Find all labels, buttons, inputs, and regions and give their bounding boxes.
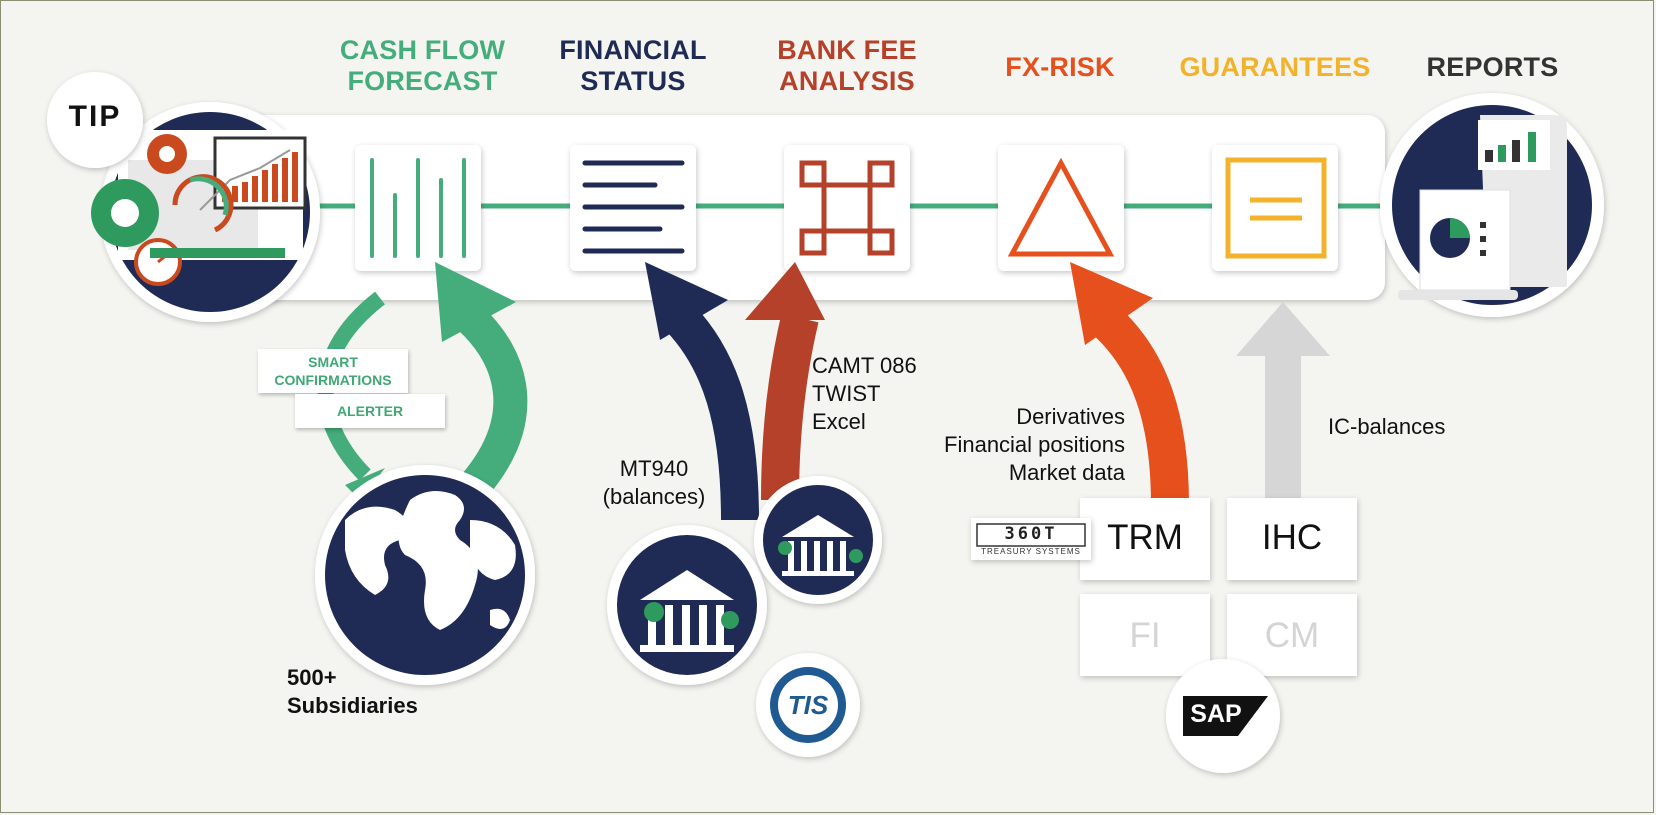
mt940-line2: (balances) bbox=[602, 484, 706, 509]
globe-icon bbox=[315, 465, 535, 685]
module-box-bank-fee[interactable] bbox=[784, 145, 910, 271]
mt940-label: MT940 (balances) bbox=[598, 455, 710, 511]
camt-line1: CAMT 086 bbox=[812, 353, 917, 378]
triangle-icon bbox=[1007, 157, 1115, 257]
fx-line1: Derivatives bbox=[1016, 404, 1125, 429]
camt-arrowhead bbox=[745, 262, 825, 320]
camt-label: CAMT 086 TWIST Excel bbox=[812, 352, 917, 436]
360t-logo-subtext: TREASURY SYSTEMS bbox=[981, 547, 1081, 556]
cm-label: CM bbox=[1264, 616, 1320, 655]
subsidiaries-text: Subsidiaries bbox=[287, 693, 418, 718]
bank-icon-small bbox=[754, 476, 882, 604]
sap-logo bbox=[1166, 659, 1280, 773]
fi-label: FI bbox=[1129, 616, 1161, 655]
ic-balances-label: IC-balances bbox=[1328, 414, 1446, 439]
subsidiaries-count: 500+ bbox=[287, 665, 337, 690]
mt940-line1: MT940 bbox=[619, 456, 689, 481]
module-title-financial-status: FINANCIAL STATUS bbox=[538, 35, 728, 97]
module-title-bank-fee-line1: BANK FEE bbox=[777, 35, 917, 65]
fx-arrow bbox=[1092, 305, 1189, 506]
ihc-label: IHC bbox=[1261, 518, 1323, 557]
mt940-arrow bbox=[665, 304, 759, 521]
camt-line2: TWIST bbox=[812, 381, 881, 406]
text-lines-icon bbox=[582, 160, 685, 254]
module-title-cash-flow-line2: FORECAST bbox=[347, 66, 498, 96]
360t-logo-text: 360T bbox=[1004, 524, 1058, 544]
tip-logo-text: TIP bbox=[68, 100, 122, 133]
tip-illustration bbox=[91, 102, 320, 322]
module-box-cash-flow[interactable] bbox=[355, 145, 481, 271]
module-title-financial-status-line1: FINANCIAL bbox=[559, 35, 707, 65]
module-title-bank-fee: BANK FEE ANALYSIS bbox=[752, 35, 942, 97]
module-title-bank-fee-line2: ANALYSIS bbox=[779, 66, 915, 96]
command-icon bbox=[799, 160, 895, 256]
smart-confirmations-line2: CONFIRMATIONS bbox=[274, 372, 392, 388]
trm-label: TRM bbox=[1107, 518, 1183, 557]
module-box-fx-risk[interactable] bbox=[998, 145, 1124, 271]
report-icon bbox=[1380, 93, 1604, 317]
module-box-financial-status[interactable] bbox=[570, 145, 696, 271]
ihc-box bbox=[1227, 498, 1357, 580]
module-title-financial-status-line2: STATUS bbox=[580, 66, 686, 96]
fx-sources-label: Derivatives Financial positions Market d… bbox=[925, 403, 1125, 487]
tis-logo bbox=[756, 653, 860, 757]
smart-confirmations-tag[interactable]: SMART CONFIRMATIONS bbox=[258, 349, 408, 393]
tip-logo-badge bbox=[47, 72, 143, 168]
tis-logo-text: TIS bbox=[787, 690, 829, 720]
fi-box bbox=[1080, 594, 1210, 676]
module-title-guarantees: GUARANTEES bbox=[1179, 52, 1371, 82]
sap-logo-text: SAP bbox=[1190, 700, 1242, 728]
fx-line3: Market data bbox=[1008, 460, 1125, 485]
fx-arrowhead bbox=[1070, 262, 1153, 345]
camt-arrow bbox=[761, 313, 819, 501]
360t-logo bbox=[971, 518, 1091, 560]
subsidiaries-label: 500+ Subsidiaries bbox=[287, 664, 418, 720]
cm-box bbox=[1227, 594, 1357, 676]
camt-line3: Excel bbox=[812, 409, 866, 434]
module-title-fx-risk: FX-RISK bbox=[1005, 52, 1115, 82]
mt940-arrowhead bbox=[645, 262, 728, 340]
ic-arrow bbox=[1265, 355, 1301, 505]
cycle-arrowhead-up bbox=[435, 262, 516, 342]
smart-confirmations-line1: SMART bbox=[308, 354, 358, 370]
fx-line2: Financial positions bbox=[944, 432, 1125, 457]
bar-lines-icon bbox=[370, 158, 466, 258]
module-title-cash-flow: CASH FLOW FORECAST bbox=[320, 35, 525, 97]
trm-box bbox=[1080, 498, 1210, 580]
module-box-guarantees[interactable] bbox=[1212, 145, 1338, 271]
cycle-arrow-up bbox=[458, 305, 528, 496]
module-title-cash-flow-line1: CASH FLOW bbox=[339, 35, 506, 65]
bank-icon-large bbox=[607, 525, 767, 685]
alerter-tag[interactable]: ALERTER bbox=[295, 394, 445, 428]
module-title-reports: REPORTS bbox=[1426, 52, 1559, 82]
document-icon bbox=[1225, 157, 1327, 259]
ic-arrowhead bbox=[1236, 302, 1330, 356]
